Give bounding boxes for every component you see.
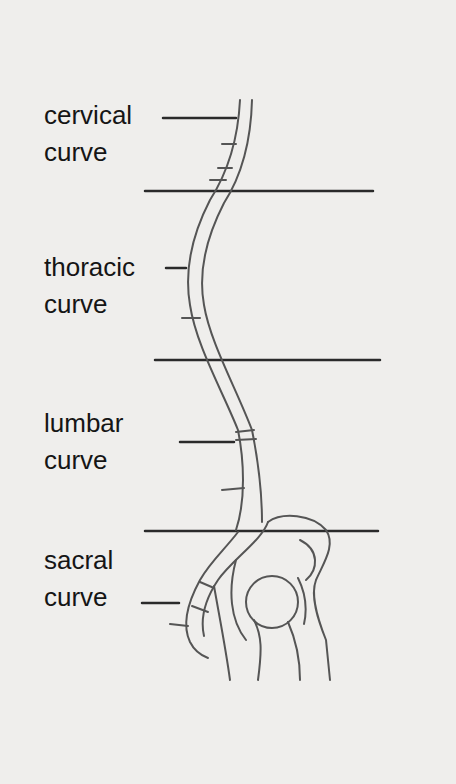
leader-line xyxy=(166,267,186,270)
spine-column xyxy=(170,100,330,680)
region-label: thoracic curve xyxy=(44,249,135,323)
leader-line xyxy=(163,117,236,120)
leader-line xyxy=(180,441,234,444)
region-label: sacral curve xyxy=(44,542,113,616)
region-label: cervical curve xyxy=(44,97,132,171)
region-label: lumbar curve xyxy=(44,405,123,479)
divider-line xyxy=(145,190,373,193)
divider-line xyxy=(155,359,380,362)
leader-line xyxy=(142,602,179,605)
